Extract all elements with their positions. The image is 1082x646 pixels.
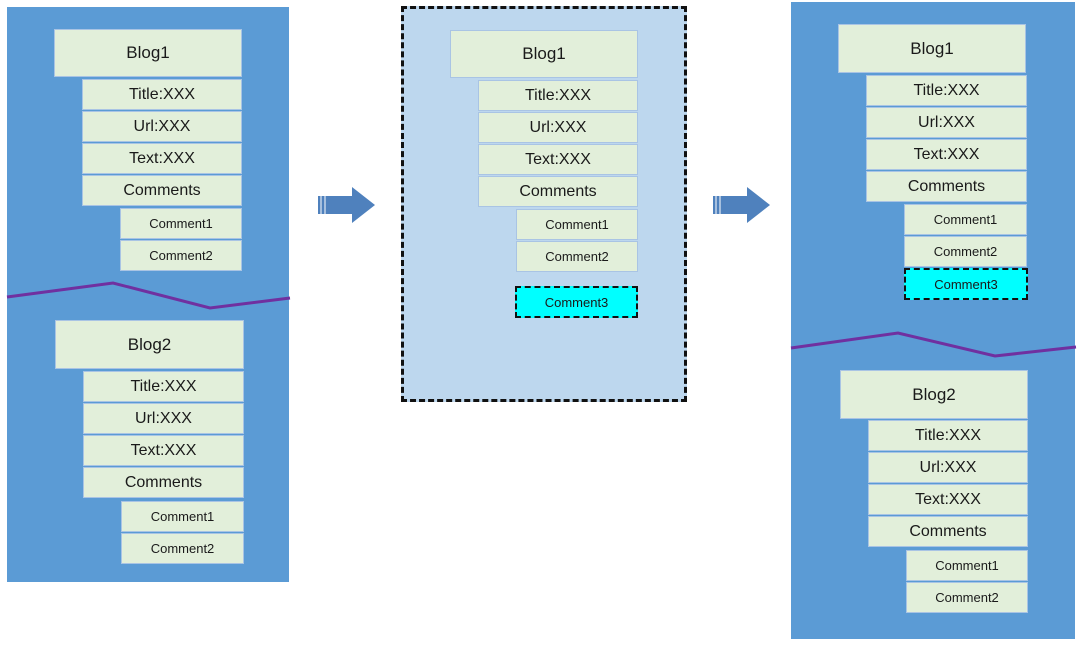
left-divider-line — [6, 281, 291, 310]
right-blog1-comment1: Comment1 — [904, 204, 1027, 235]
blog1-text-field: Text:XXX — [82, 143, 242, 174]
right-blog2-url-field: Url:XXX — [868, 452, 1028, 483]
right-blog2-comment1: Comment1 — [906, 550, 1028, 581]
blog2-comments-field: Comments — [83, 467, 244, 498]
right-divider-line — [790, 331, 1077, 358]
blog2-comment1: Comment1 — [121, 501, 244, 532]
right-arrow-icon — [713, 187, 770, 223]
blog1-url-field: Url:XXX — [82, 111, 242, 142]
right-blog1-url-field: Url:XXX — [866, 107, 1027, 138]
right-blog2-comments-field: Comments — [868, 516, 1028, 547]
right-blog1-title-field: Title:XXX — [866, 75, 1027, 106]
right-blog2-box: Blog2 — [840, 370, 1028, 419]
mid-comment3-new: Comment3 — [515, 286, 638, 318]
mid-text-field: Text:XXX — [478, 144, 638, 175]
blog1-comment1: Comment1 — [120, 208, 242, 239]
right-blog2-comment2: Comment2 — [906, 582, 1028, 613]
blog2-text-field: Text:XXX — [83, 435, 244, 466]
right-blog1-text-field: Text:XXX — [866, 139, 1027, 170]
right-blog1-comment2: Comment2 — [904, 236, 1027, 267]
blog2-box: Blog2 — [55, 320, 244, 369]
right-blog1-comments-field: Comments — [866, 171, 1027, 202]
right-arrow-icon — [318, 187, 375, 223]
right-blog2-text-field: Text:XXX — [868, 484, 1028, 515]
right-blog1-comment3: Comment3 — [904, 268, 1028, 300]
mid-url-field: Url:XXX — [478, 112, 638, 143]
blog2-url-field: Url:XXX — [83, 403, 244, 434]
blog1-comment2: Comment2 — [120, 240, 242, 271]
blog1-box: Blog1 — [54, 29, 242, 77]
mid-comment1: Comment1 — [516, 209, 638, 240]
blog2-title-field: Title:XXX — [83, 371, 244, 402]
right-blog1-box: Blog1 — [838, 24, 1026, 73]
right-blog2-title-field: Title:XXX — [868, 420, 1028, 451]
mid-blog1-box: Blog1 — [450, 30, 638, 78]
mid-comments-field: Comments — [478, 176, 638, 207]
mid-title-field: Title:XXX — [478, 80, 638, 111]
mid-comment2: Comment2 — [516, 241, 638, 272]
blog1-comments-field: Comments — [82, 175, 242, 206]
blog2-comment2: Comment2 — [121, 533, 244, 564]
blog1-title-field: Title:XXX — [82, 79, 242, 110]
